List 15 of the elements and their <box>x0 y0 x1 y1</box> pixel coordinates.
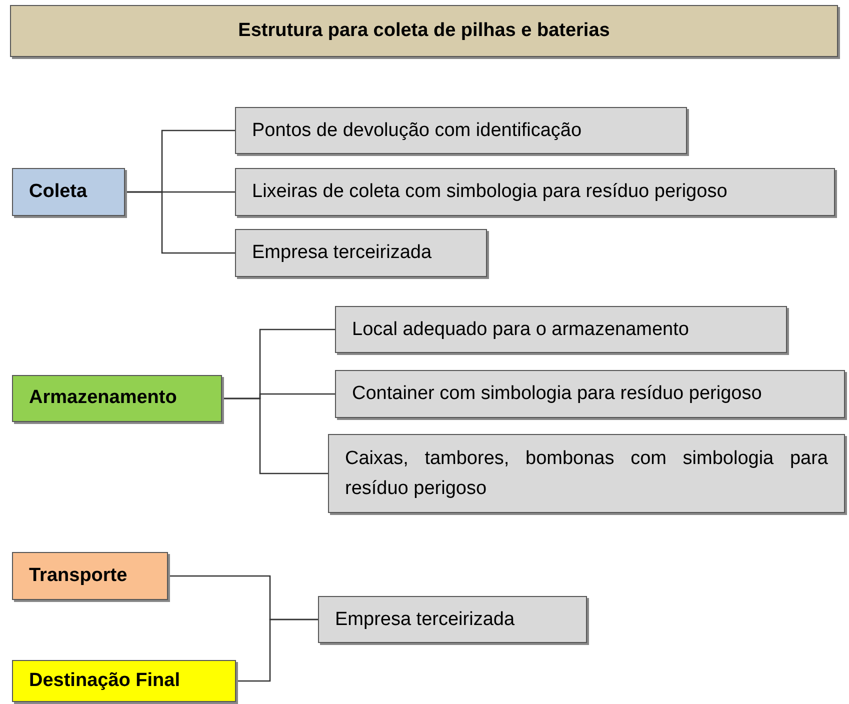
item-box: Pontos de devolução com identificação <box>235 107 687 154</box>
category-box: Transporte <box>12 552 168 600</box>
item-box: Lixeiras de coleta com simbologia para resíduo perigoso <box>235 168 835 216</box>
category-box: Destinação Final <box>12 660 236 702</box>
connector-line <box>236 618 318 682</box>
category-box: Armazenamento <box>12 375 222 422</box>
item-box: Local adequado para o armazenamento <box>335 306 787 353</box>
category-box: Coleta <box>12 168 125 216</box>
item-box: Container com simbologia para resíduo perigoso <box>335 370 845 418</box>
title-bar: Estrutura para coleta de pilhas e baterias <box>10 5 838 57</box>
item-box: Empresa terceirizada <box>318 596 587 643</box>
connector-line <box>125 191 235 254</box>
item-box: Caixas, tambores, bombonas com simbologia para resíduo perigoso <box>328 434 845 513</box>
item-box: Empresa terceirizada <box>235 229 487 277</box>
connector-line <box>222 398 328 474</box>
